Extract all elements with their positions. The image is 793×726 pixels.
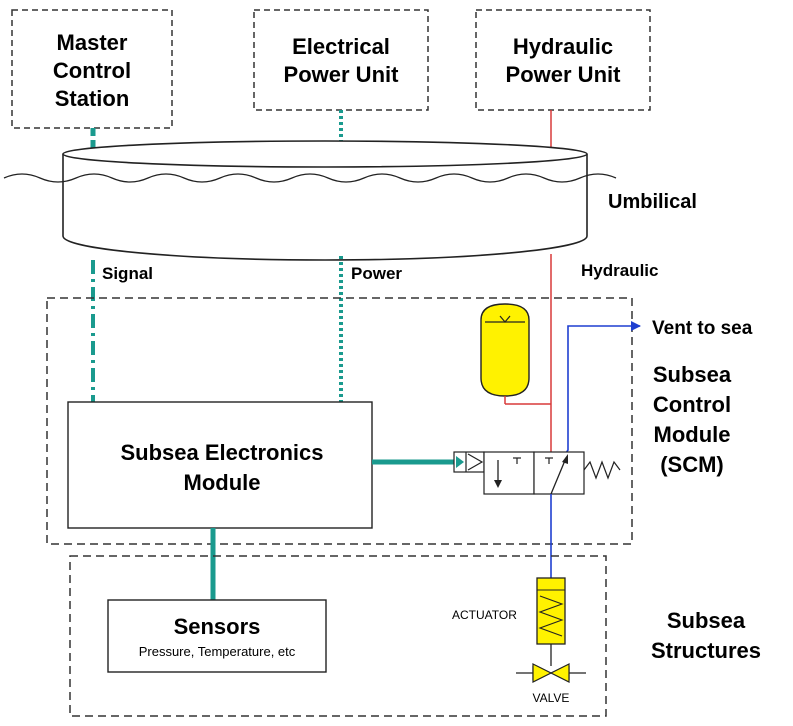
sea-surface-wave (3, 173, 617, 183)
hydraulic-power-unit-line-2: Power Unit (506, 62, 622, 87)
sensors-box: Sensors Pressure, Temperature, etc (107, 599, 327, 673)
subsea-structures-line-2: Structures (651, 638, 761, 663)
electrical-power-unit-line-1: Electrical (292, 34, 390, 59)
scm-label-line-4: (SCM) (660, 452, 724, 477)
master-control-station-box: Master Control Station (11, 9, 173, 129)
hydraulic-label: Hydraulic (581, 261, 658, 280)
master-control-station-line-3: Station (55, 86, 130, 111)
valve-spring (583, 460, 621, 480)
valve-label: VALVE (533, 691, 570, 705)
umbilical-cylinder (3, 140, 617, 261)
subsea-structures-boundary (69, 555, 607, 717)
valve (516, 663, 586, 683)
sensors-title: Sensors (174, 614, 261, 639)
subsea-structures-line-1: Subsea (667, 608, 746, 633)
scm-label-line-1: Subsea (653, 362, 732, 387)
actuator (536, 577, 566, 666)
subsea-structures-label: Subsea Structures (651, 608, 761, 663)
vent-to-sea-label: Vent to sea (652, 318, 753, 339)
scm-boundary (46, 297, 633, 545)
master-control-station-line-1: Master (57, 30, 128, 55)
power-label: Power (351, 264, 402, 283)
actuator-spring (538, 595, 564, 637)
signal-label: Signal (102, 264, 153, 283)
scm-label-line-2: Control (653, 392, 731, 417)
hydraulic-power-unit-line-1: Hydraulic (513, 34, 613, 59)
umbilical-label: Umbilical (608, 191, 697, 213)
scm-label: Subsea Control Module (SCM) (653, 362, 732, 477)
sem-line-2: Module (184, 470, 261, 495)
master-control-station-line-2: Control (53, 58, 131, 83)
sensors-subtitle: Pressure, Temperature, etc (139, 644, 296, 659)
sem-line-1: Subsea Electronics (121, 440, 324, 465)
subsea-electronics-module-box: Subsea Electronics Module (67, 401, 373, 529)
actuator-label: ACTUATOR (452, 608, 517, 622)
hydraulic-power-unit-box: Hydraulic Power Unit (475, 9, 651, 111)
accumulator (480, 303, 551, 405)
electrical-power-unit-line-2: Power Unit (284, 62, 400, 87)
scm-label-line-3: Module (654, 422, 731, 447)
electrical-power-unit-box: Electrical Power Unit (253, 9, 429, 111)
directional-control-valve (453, 451, 621, 495)
